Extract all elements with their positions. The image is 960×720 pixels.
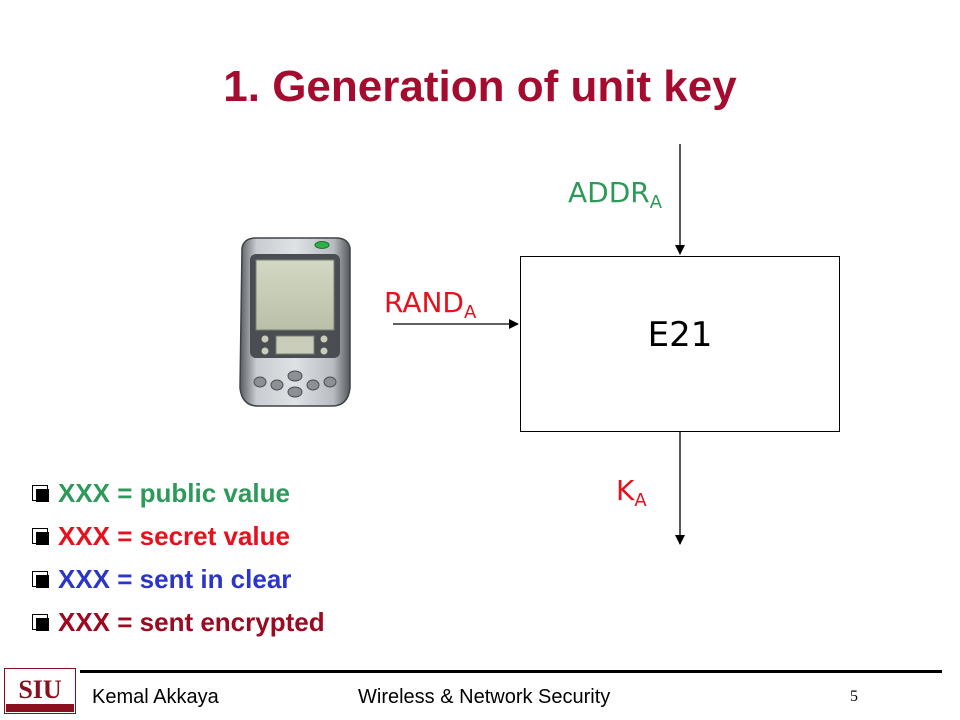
rand-text: RAND — [384, 286, 464, 319]
footer-course: Wireless & Network Security — [358, 686, 611, 708]
rand-input-label: RANDA — [384, 286, 476, 323]
legend-item: XXX = sent in clear — [32, 558, 325, 601]
legend-text: XXX = public value — [58, 478, 290, 508]
legend-text: XXX = secret value — [58, 521, 290, 551]
key-output-label: KA — [616, 474, 647, 511]
addr-text: ADDR — [568, 176, 650, 209]
key-subscript: A — [634, 490, 647, 511]
rand-subscript: A — [463, 302, 477, 323]
legend-item: XXX = sent encrypted — [32, 601, 325, 644]
footer-divider — [80, 670, 942, 673]
footer-author: Kemal Akkaya — [92, 686, 219, 708]
checkbox-bullet-icon — [32, 614, 49, 631]
key-text: K — [616, 474, 635, 507]
e21-label: E21 — [647, 315, 713, 355]
checkbox-bullet-icon — [32, 528, 49, 545]
color-legend: XXX = public value XXX = secret value XX… — [32, 472, 325, 644]
checkbox-bullet-icon — [32, 485, 49, 502]
checkbox-bullet-icon — [32, 571, 49, 588]
legend-item: XXX = secret value — [32, 515, 325, 558]
addr-input-label: ADDRA — [568, 176, 662, 213]
e21-function-box: E21 — [520, 256, 840, 432]
svg-text:SIU: SIU — [18, 675, 62, 704]
pda-device-icon — [239, 237, 351, 407]
legend-item: XXX = public value — [32, 472, 325, 515]
page-number: 5 — [850, 688, 858, 705]
legend-text: XXX = sent in clear — [58, 564, 292, 594]
slide-title: 1. Generation of unit key — [223, 62, 737, 111]
addr-subscript: A — [649, 192, 663, 213]
siu-logo-icon: SIU — [4, 668, 76, 714]
legend-text: XXX = sent encrypted — [58, 607, 325, 637]
